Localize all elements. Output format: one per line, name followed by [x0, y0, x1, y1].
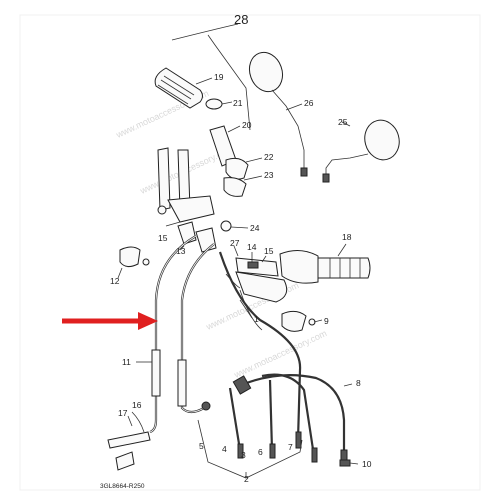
- leader-15b: [261, 255, 267, 263]
- leader-21: [221, 101, 233, 105]
- leader-25: [341, 121, 351, 127]
- diagram-code: 3GL8664-R250: [100, 483, 145, 490]
- switch-left-15: [167, 195, 215, 223]
- leader-12: [117, 267, 123, 279]
- leader-22: [245, 157, 263, 163]
- label-4: 4: [222, 444, 227, 454]
- label-23: 23: [264, 170, 274, 180]
- right-grip-18: [317, 257, 371, 279]
- label-8: 8: [356, 378, 361, 388]
- label-20: 20: [242, 120, 252, 130]
- label-26: 26: [304, 98, 314, 108]
- junction-5: [201, 401, 211, 411]
- leader-20: [227, 125, 241, 133]
- part-10: [339, 459, 351, 467]
- label-14: 14: [247, 242, 257, 252]
- leader-16: [131, 411, 145, 433]
- mirror-right: [322, 119, 400, 183]
- switch-screw: [157, 205, 167, 215]
- leader-27b: [233, 245, 239, 257]
- label-15-right: 15: [264, 246, 274, 256]
- label-17: 17: [118, 408, 128, 418]
- label-12: 12: [110, 276, 120, 286]
- label-9: 9: [324, 316, 329, 326]
- holder-27a: [195, 227, 217, 253]
- end-7: [295, 431, 302, 449]
- leader-23: [243, 175, 263, 181]
- part-17: [115, 451, 135, 471]
- leader-18: [337, 243, 347, 257]
- leader-15a: [165, 221, 181, 227]
- label-10: 10: [362, 459, 372, 469]
- label-16: 16: [132, 400, 142, 410]
- cables: [149, 235, 346, 457]
- bracket-28-top: [171, 23, 239, 41]
- screw-24: [220, 220, 232, 232]
- part-9: [281, 310, 316, 332]
- end-2b: [311, 447, 318, 463]
- label-25: 25: [338, 117, 348, 127]
- label-7: 7: [288, 442, 293, 452]
- leader-26: [285, 103, 303, 111]
- label-19: 19: [214, 72, 224, 82]
- leader-13: [179, 245, 185, 251]
- bracket-2: [197, 419, 303, 479]
- label-15-left: 15: [158, 233, 168, 243]
- label-5: 5: [199, 441, 204, 451]
- bar-right: [235, 271, 288, 303]
- label-24: 24: [250, 223, 260, 233]
- watermark-4: www.motoaccessory.com: [232, 328, 329, 380]
- label-2: 2: [244, 474, 249, 484]
- part-16: [107, 431, 151, 449]
- title-number: 28: [234, 12, 248, 27]
- label-1: 1: [254, 314, 259, 324]
- label-3: 3: [241, 450, 246, 460]
- label-13: 13: [176, 246, 186, 256]
- connector-14: [247, 261, 259, 269]
- leader-24: [230, 226, 249, 229]
- leader-8: [343, 383, 353, 387]
- label-21: 21: [233, 98, 243, 108]
- end-4: [237, 443, 244, 459]
- bar-left-upper: [157, 147, 171, 211]
- leader-1: [239, 299, 253, 319]
- part-12: [119, 246, 150, 268]
- label-6: 6: [258, 447, 263, 457]
- housing-23: [223, 177, 247, 197]
- end-6: [269, 443, 276, 459]
- right-housing: [279, 250, 319, 284]
- highlight-arrow: [62, 312, 158, 330]
- leader-17: [127, 415, 133, 427]
- ring-21: [205, 98, 223, 110]
- bracket-28: [207, 34, 251, 131]
- housing-22: [225, 157, 249, 180]
- label-22: 22: [264, 152, 274, 162]
- frame-border: [19, 14, 481, 491]
- cable-sleeve-11: [151, 349, 161, 397]
- leader-19: [195, 77, 213, 85]
- leader-9: [313, 319, 323, 323]
- throttle-grip: [154, 67, 203, 109]
- label-27: 27: [230, 238, 240, 248]
- mirror-left: [248, 51, 308, 177]
- junction-3: [232, 375, 252, 395]
- cable-sleeve-b: [177, 359, 187, 407]
- label-11: 11: [122, 357, 131, 367]
- leader-10: [349, 462, 359, 465]
- label-18: 18: [342, 232, 352, 242]
